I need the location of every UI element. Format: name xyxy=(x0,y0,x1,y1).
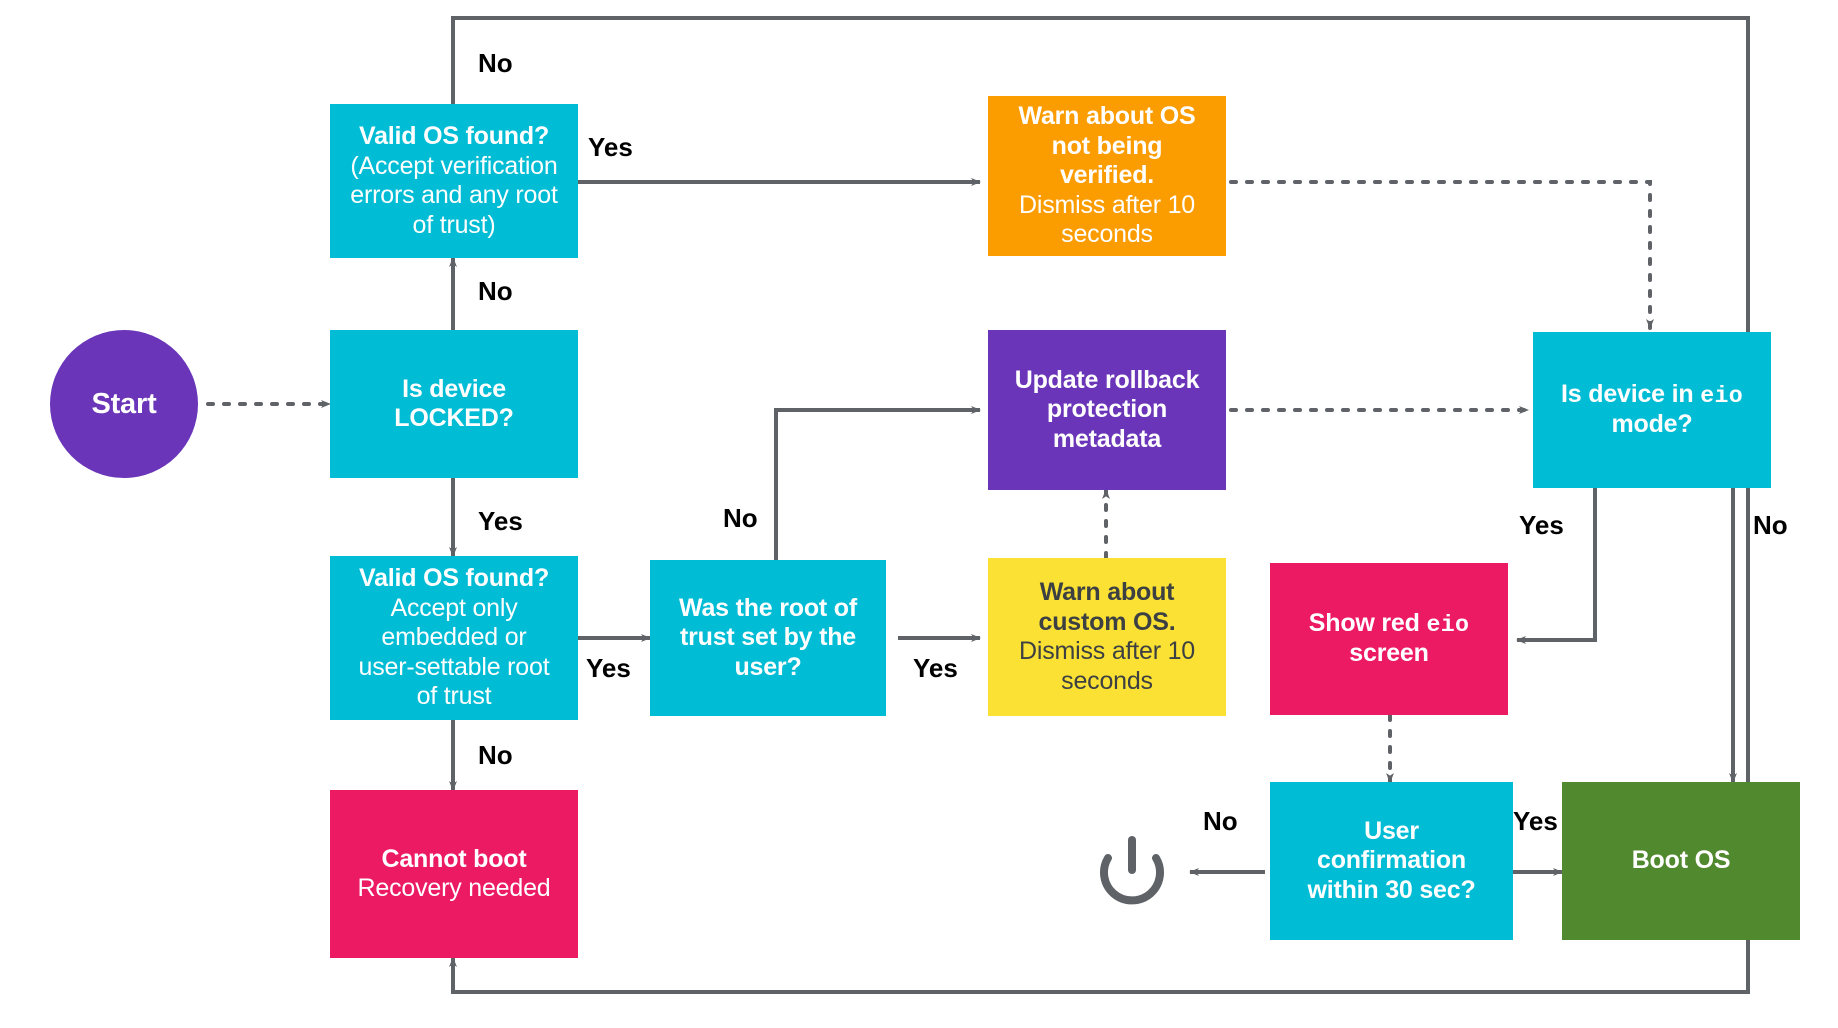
node-is-device-eio-prefix: Is device in xyxy=(1561,380,1701,409)
edge-label-root-of-trust-no: No xyxy=(723,503,758,533)
edge-label-valid-locked-yes: Yes xyxy=(586,653,631,683)
node-is-device-locked-line2: LOCKED? xyxy=(394,404,514,432)
node-user-confirmation-line2: confirmation xyxy=(1317,846,1466,875)
edge-label-eio-yes: Yes xyxy=(1519,510,1564,540)
node-is-device-eio-mode[interactable]: Is device in eio mode? xyxy=(1533,332,1771,488)
node-boot-os[interactable]: Boot OS xyxy=(1562,782,1800,940)
edge-label-confirm-no: No xyxy=(1203,806,1238,836)
node-warn-custom-os-title2: custom OS. xyxy=(1038,607,1176,636)
node-is-device-locked[interactable]: Is device LOCKED? xyxy=(330,330,578,478)
edge-label-locked-yes-down: Yes xyxy=(478,506,523,536)
node-cannot-boot-sub: Recovery needed xyxy=(357,874,551,902)
node-warn-custom-os[interactable]: Warn about custom OS. Dismiss after 10 s… xyxy=(988,558,1226,716)
edge-root-of-trust-no xyxy=(774,406,981,560)
node-warn-os-not-verified-sub1: Dismiss after 10 xyxy=(1018,190,1195,219)
node-start[interactable]: Start xyxy=(50,330,198,478)
node-show-red-eio-mono: eio xyxy=(1426,612,1470,639)
node-valid-os-unlocked[interactable]: Valid OS found? (Accept verification err… xyxy=(330,104,578,258)
edge-label-eio-no: No xyxy=(1753,510,1788,540)
node-show-red-eio-prefix: Show red xyxy=(1308,609,1427,638)
node-start-label: Start xyxy=(91,387,157,420)
node-show-red-eio-screen[interactable]: Show red eio screen xyxy=(1270,563,1508,715)
node-root-of-trust-line1: Was the root of xyxy=(678,593,857,622)
node-valid-os-locked[interactable]: Valid OS found? Accept only embedded or … xyxy=(330,556,578,720)
node-update-rollback-line2: protection xyxy=(1046,395,1168,424)
node-valid-os-unlocked-title: Valid OS found? xyxy=(358,122,550,150)
node-valid-os-unlocked-sub1: (Accept verification xyxy=(350,151,558,180)
node-root-of-trust-line2: trust set by the xyxy=(680,623,856,652)
node-root-of-trust[interactable]: Was the root of trust set by the user? xyxy=(650,560,886,716)
node-boot-os-label: Boot OS xyxy=(1631,846,1731,875)
node-warn-custom-os-sub2: seconds xyxy=(1061,666,1153,695)
node-warn-os-not-verified-title3: verified. xyxy=(1059,161,1155,190)
node-user-confirmation-line3: within 30 sec? xyxy=(1307,875,1476,904)
node-is-device-eio-mono: eio xyxy=(1700,383,1743,410)
node-valid-os-unlocked-sub3: of trust) xyxy=(412,210,496,239)
node-is-device-eio-line1: Is device in eio xyxy=(1561,380,1743,410)
edge-warn-notverified-to-eio xyxy=(1229,180,1654,330)
node-is-device-locked-line1: Is device xyxy=(402,374,506,403)
edge-label-root-of-trust-yes: Yes xyxy=(913,653,958,683)
node-show-red-eio-line1: Show red eio xyxy=(1309,609,1469,639)
node-warn-os-not-verified-title1: Warn about OS xyxy=(1018,102,1196,131)
node-valid-os-locked-title: Valid OS found? xyxy=(358,564,550,593)
node-valid-os-locked-sub1: Accept only xyxy=(390,593,518,622)
node-show-red-eio-line2: screen xyxy=(1349,639,1429,668)
edge-label-locked-no-up: No xyxy=(478,276,513,306)
node-warn-os-not-verified-title2: not being xyxy=(1051,131,1163,160)
node-update-rollback-line3: metadata xyxy=(1052,424,1162,453)
node-valid-os-locked-sub3: user-settable root xyxy=(358,652,550,681)
edge-label-confirm-yes: Yes xyxy=(1513,806,1558,836)
node-valid-os-locked-sub4: of trust xyxy=(416,682,492,711)
node-update-rollback-line1: Update rollback xyxy=(1014,365,1200,394)
node-cannot-boot[interactable]: Cannot boot Recovery needed xyxy=(330,790,578,958)
node-valid-os-unlocked-sub2: errors and any root xyxy=(350,181,558,209)
node-warn-os-not-verified[interactable]: Warn about OS not being verified. Dismis… xyxy=(988,96,1226,256)
power-off-icon xyxy=(1100,836,1164,905)
node-warn-custom-os-title1: Warn about xyxy=(1039,578,1175,606)
node-update-rollback-metadata[interactable]: Update rollback protection metadata xyxy=(988,330,1226,490)
edge-label-valid-locked-no: No xyxy=(478,740,513,770)
node-root-of-trust-line3: user? xyxy=(734,652,802,681)
edge-label-valid-unlocked-yes: Yes xyxy=(588,132,633,162)
edge-label-valid-unlocked-no-loop: No xyxy=(478,48,513,78)
node-valid-os-locked-sub2: embedded or xyxy=(381,623,527,652)
node-warn-os-not-verified-sub2: seconds xyxy=(1061,220,1153,249)
node-user-confirmation-line1: User xyxy=(1364,816,1419,845)
node-cannot-boot-title: Cannot boot xyxy=(381,844,527,873)
node-user-confirmation[interactable]: User confirmation within 30 sec? xyxy=(1270,782,1513,940)
node-is-device-eio-line2: mode? xyxy=(1611,410,1693,439)
node-warn-custom-os-sub1: Dismiss after 10 xyxy=(1018,637,1195,665)
